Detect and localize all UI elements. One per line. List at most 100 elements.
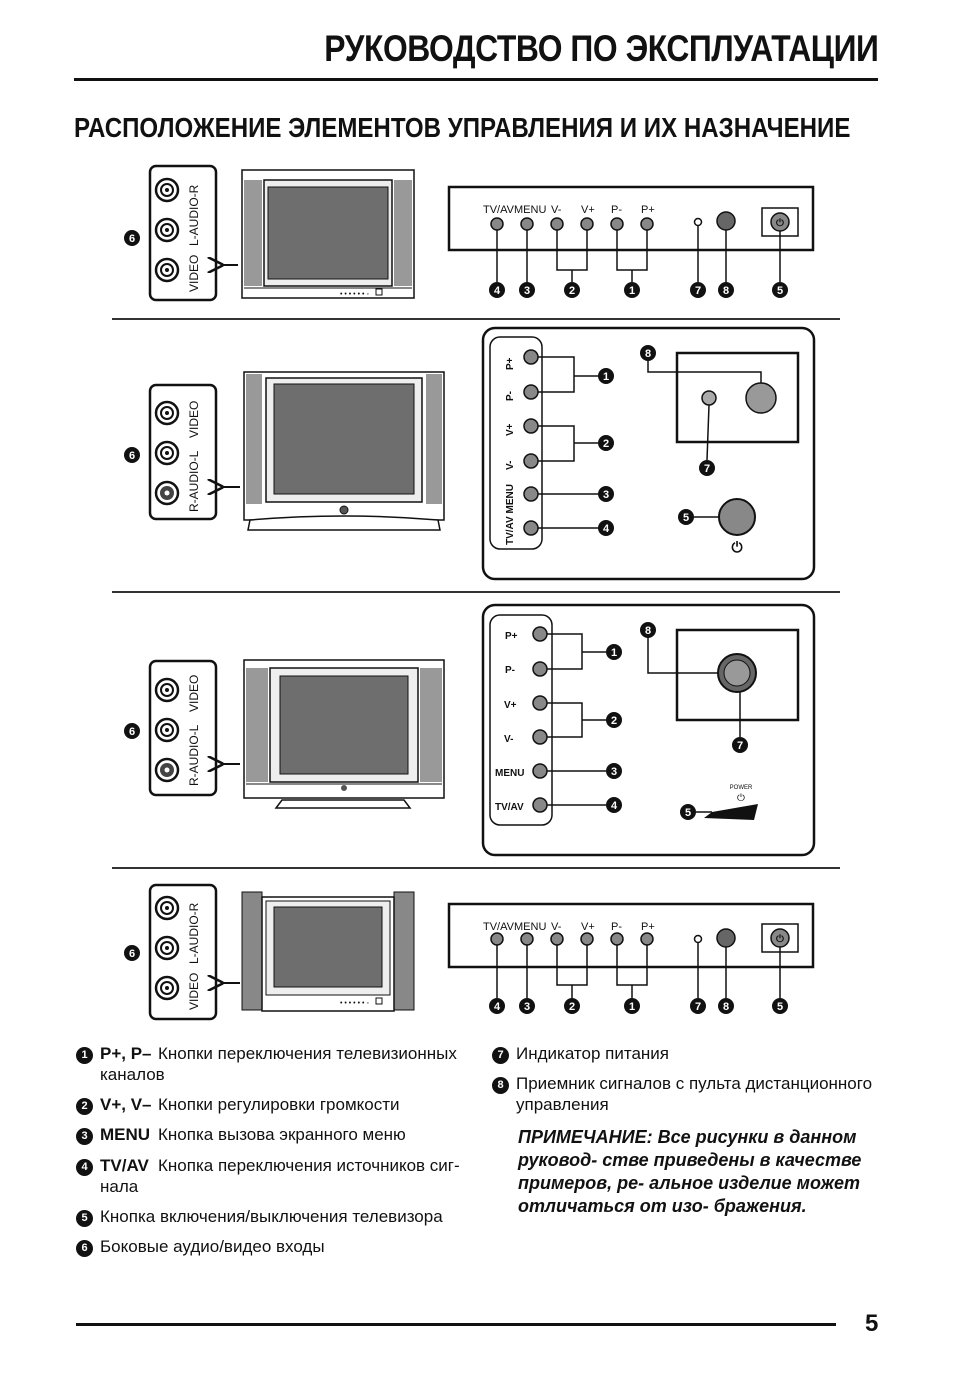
svg-text:4: 4 [494,285,501,297]
svg-text:L-AUDIO-R: L-AUDIO-R [187,902,201,964]
row4-diagram: 6 VIDEO L-AUDIO-R • • • • • • ◦ TV/AV ME… [124,883,815,1021]
row1-markers: 4 3 2 1 7 8 5 [489,282,788,298]
menu-button[interactable] [520,217,534,231]
label-p-plus: P+ [641,204,655,216]
v-minus-button[interactable] [532,729,548,745]
menu-button[interactable] [532,763,548,779]
tvav-button[interactable] [523,520,539,536]
video-jack [154,677,180,703]
ir-receiver [716,211,736,231]
power-indicator [693,934,703,944]
svg-text:5: 5 [685,807,691,819]
power-button[interactable] [718,498,756,536]
svg-text:2: 2 [603,438,609,450]
v-minus-button[interactable] [550,932,564,946]
svg-text:V+: V+ [504,700,517,711]
marker-6: 6 [124,723,140,739]
tvav-button[interactable] [490,217,504,231]
label-v-plus: V+ [581,204,595,216]
audio-l-jack [154,217,180,243]
power-indicator [701,390,717,406]
row1-diagram: 6 VIDEO L-AUDIO-R • • • • • • ◦ TV/AV ME… [124,164,815,302]
p-plus-button[interactable] [640,217,654,231]
section-title: РАСПОЛОЖЕНИЕ ЭЛЕМЕНТОВ УПРАВЛЕНИЯ И ИХ Н… [74,112,851,143]
tvav-button[interactable] [490,932,504,946]
p-minus-button[interactable] [523,384,539,400]
svg-text:P-: P- [505,665,515,676]
svg-text:1: 1 [611,647,617,659]
control-panel-row1 [447,185,815,252]
tvav-button[interactable] [532,797,548,813]
v-minus-button[interactable] [550,217,564,231]
svg-text:5: 5 [777,1001,783,1013]
power-indicator [693,217,703,227]
svg-text:8: 8 [645,348,651,360]
svg-text:3: 3 [603,489,609,501]
v-minus-button[interactable] [523,453,539,469]
svg-text:1: 1 [603,371,609,383]
svg-text:V-: V- [504,734,513,745]
label-tvav: TV/AV [483,204,515,216]
video-jack [154,975,180,1001]
control-layout-diagrams: 6 VIDEO L-AUDIO-R • • • • • • ◦ TV/AV ME… [124,164,816,1021]
svg-text:• • • • • • ◦: • • • • • • ◦ [340,291,369,298]
tv-front-view: • • • • • • ◦ [241,891,415,1012]
v-plus-button[interactable] [580,932,594,946]
svg-text:8: 8 [723,285,729,297]
svg-text:R-AUDIO-L: R-AUDIO-L [187,724,201,786]
label-l-audio-r: L-AUDIO-R [187,184,201,246]
svg-text:P-: P- [505,391,516,401]
audio-r-jack [154,480,180,506]
marker-6: 6 [124,230,140,246]
p-minus-button[interactable] [610,217,624,231]
svg-text:8: 8 [645,625,651,637]
menu-button[interactable] [523,486,539,502]
tv-front-view [243,659,445,809]
svg-text:TV/AV: TV/AV [495,802,524,813]
svg-text:6: 6 [129,726,135,738]
svg-text:P+: P+ [505,357,516,370]
svg-text:1: 1 [629,1001,635,1013]
p-plus-button[interactable] [640,932,654,946]
row3-diagram: 6 R-AUDIO-L VIDEO P+ P- V+ V- MENU TV/AV [124,603,816,857]
svg-text:V+: V+ [505,423,516,436]
svg-text:4: 4 [611,800,618,812]
v-plus-button[interactable] [523,418,539,434]
p-minus-button[interactable] [532,661,548,677]
p-minus-button[interactable] [610,932,624,946]
p-plus-button[interactable] [532,626,548,642]
svg-text:MENU: MENU [495,768,524,779]
svg-text:V-: V- [551,921,562,933]
row2-diagram: 6 R-AUDIO-L VIDEO P+ P- V+ V- TV/AV MENU [124,326,816,581]
label-power: POWER [730,785,753,791]
svg-text:TV/AV MENU: TV/AV MENU [505,484,516,545]
power-button[interactable] [704,804,758,820]
menu-button[interactable] [520,932,534,946]
svg-text:2: 2 [611,715,617,727]
tv-front-view: • • • • • • ◦ [241,169,415,299]
row4-markers: 4 3 2 1 7 8 5 [489,998,788,1014]
power-icon: ⏻ [737,793,745,804]
label-video: VIDEO [187,255,201,292]
p-plus-button[interactable] [523,349,539,365]
separator [112,591,840,593]
v-plus-button[interactable] [580,217,594,231]
separator [112,867,840,869]
svg-text:V+: V+ [581,921,595,933]
v-plus-button[interactable] [532,695,548,711]
label-video: VIDEO [187,401,201,438]
svg-text:7: 7 [695,285,701,297]
svg-text:7: 7 [704,463,710,475]
header-rule [74,78,878,81]
label-r-audio-l: R-AUDIO-L [187,450,201,512]
svg-text:MENU: MENU [514,921,546,933]
audio-l-jack [154,717,180,743]
page-number: 5 [865,1310,879,1337]
label-v-minus: V- [551,204,562,216]
power-icon: ⏻ [731,539,742,555]
footer-rule [76,1323,836,1326]
separator [112,318,840,320]
svg-text:8: 8 [723,1001,729,1013]
page-header-title: РУКОВОДСТВО ПО ЭКСПЛУАТАЦИИ [323,28,879,69]
